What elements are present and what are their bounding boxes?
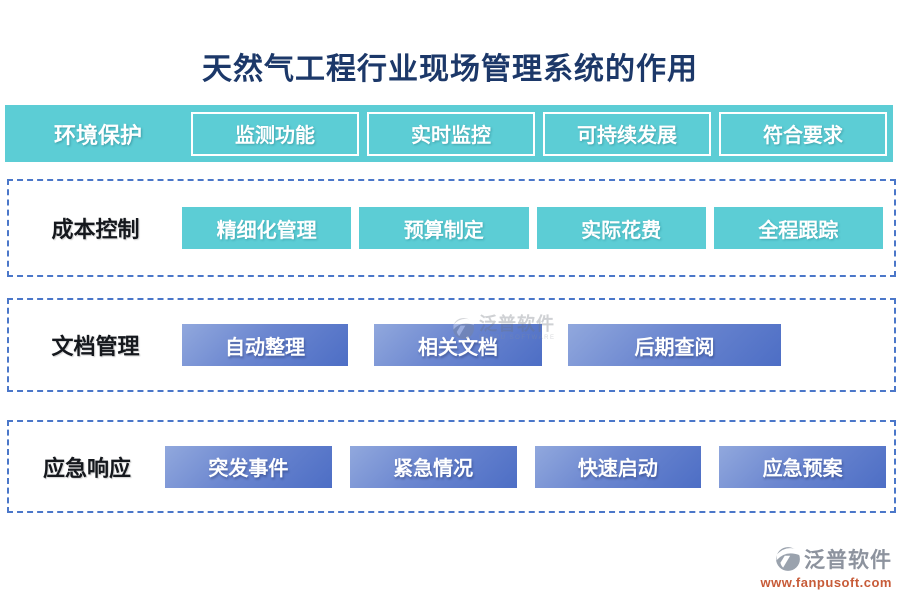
- row-emergency-response: 应急响应 突发事件 紧急情况 快速启动 应急预案: [7, 420, 896, 513]
- auto-organize-button[interactable]: 自动整理: [182, 324, 348, 366]
- environmental-protection-buttons: 监测功能 实时监控 可持续发展 符合要求: [191, 111, 887, 156]
- related-documents-button[interactable]: 相关文档: [374, 324, 542, 366]
- budget-formulation-button[interactable]: 预算制定: [359, 207, 529, 249]
- monitoring-function-button[interactable]: 监测功能: [191, 111, 359, 156]
- refined-management-button[interactable]: 精细化管理: [182, 207, 352, 249]
- footer-watermark: 泛普软件 www.fanpusoft.com: [760, 544, 892, 590]
- fanpu-logo-icon: [776, 547, 800, 571]
- full-tracking-button[interactable]: 全程跟踪: [713, 207, 883, 249]
- emergency-plan-button[interactable]: 应急预案: [719, 445, 886, 488]
- sudden-event-button[interactable]: 突发事件: [165, 445, 332, 488]
- footer-url-text: www.fanpusoft.com: [760, 575, 892, 590]
- row-document-management: 文档管理 自动整理 相关文档 后期查阅: [7, 298, 896, 392]
- cost-control-label: 成本控制: [51, 217, 140, 242]
- actual-cost-button[interactable]: 实际花费: [536, 207, 706, 249]
- row-environmental-protection: 环境保护 监测功能 实时监控 可持续发展 符合要求: [5, 105, 893, 162]
- cost-control-buttons: 精细化管理 预算制定 实际花费 全程跟踪: [182, 207, 883, 249]
- environmental-protection-label: 环境保护: [53, 122, 142, 148]
- meet-requirements-button[interactable]: 符合要求: [719, 111, 887, 156]
- page-title: 天然气工程行业现场管理系统的作用: [202, 52, 698, 87]
- quick-launch-button[interactable]: 快速启动: [534, 445, 702, 488]
- row-cost-control: 成本控制 精细化管理 预算制定 实际花费 全程跟踪: [7, 179, 896, 277]
- document-management-buttons: 自动整理 相关文档 后期查阅: [182, 324, 894, 366]
- emergency-response-label: 应急响应: [42, 455, 131, 481]
- document-management-label: 文档管理: [51, 334, 140, 359]
- real-time-monitoring-button[interactable]: 实时监控: [367, 111, 535, 156]
- emergency-response-buttons: 突发事件 紧急情况 快速启动 应急预案: [165, 445, 886, 488]
- urgent-situation-button[interactable]: 紧急情况: [349, 445, 517, 488]
- later-review-button[interactable]: 后期查阅: [568, 324, 781, 366]
- sustainable-development-button[interactable]: 可持续发展: [543, 111, 711, 156]
- footer-brand-text: 泛普软件: [804, 549, 892, 572]
